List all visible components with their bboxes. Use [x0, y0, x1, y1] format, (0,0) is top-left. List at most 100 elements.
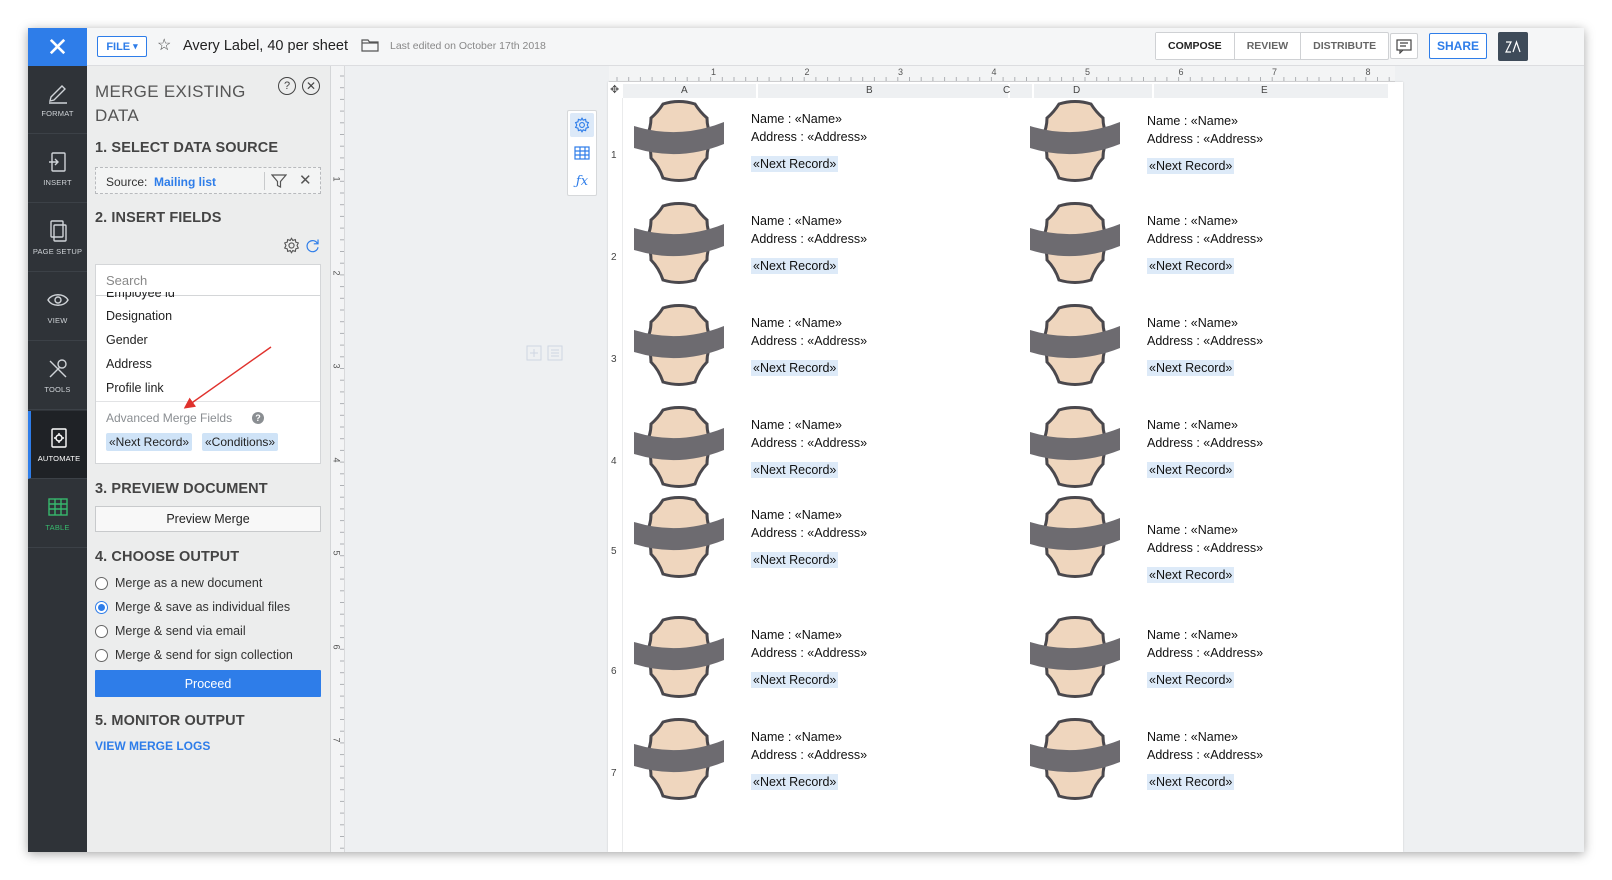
preview-merge-button[interactable]: Preview Merge — [95, 506, 321, 532]
next-record-field[interactable]: «Next Record» — [751, 672, 839, 688]
rail-item-tools[interactable]: TOOLS — [28, 342, 87, 410]
next-record-field[interactable]: «Next Record» — [751, 774, 839, 790]
label-cell[interactable]: Name : «Name»Address : «Address»«Next Re… — [628, 100, 1008, 200]
row-header[interactable]: 5 — [611, 546, 617, 557]
label-cell[interactable]: Name : «Name»Address : «Address»«Next Re… — [628, 202, 1008, 302]
rail-item-page-setup[interactable]: PAGE SETUP — [28, 204, 87, 272]
field-item[interactable]: Designation — [106, 309, 173, 323]
output-option-new-document[interactable]: Merge as a new document — [95, 576, 262, 590]
label-cell[interactable]: Name : «Name»Address : «Address»«Next Re… — [1024, 496, 1404, 596]
label-cell[interactable]: Name : «Name»Address : «Address»«Next Re… — [1024, 406, 1404, 506]
formula-button[interactable]: ƒx — [570, 169, 594, 193]
source-value[interactable]: Mailing list — [154, 175, 217, 189]
column-header[interactable]: E — [1261, 85, 1268, 96]
label-cell[interactable]: Name : «Name»Address : «Address»«Next Re… — [628, 406, 1008, 506]
file-menu-button[interactable]: FILE ▾ — [97, 36, 147, 57]
folder-icon[interactable] — [361, 37, 379, 53]
ribbon-badge-image[interactable] — [633, 496, 725, 580]
help-icon[interactable]: ? — [278, 77, 296, 95]
next-record-field[interactable]: «Next Record» — [751, 552, 839, 568]
column-header[interactable]: D — [1073, 85, 1081, 96]
add-row-icon[interactable] — [526, 344, 566, 362]
label-cell[interactable]: Name : «Name»Address : «Address»«Next Re… — [628, 496, 1008, 596]
row-header[interactable]: 4 — [611, 456, 617, 467]
gear-icon[interactable] — [283, 237, 300, 254]
zia-assistant-button[interactable] — [1498, 32, 1528, 61]
radio-button[interactable] — [95, 576, 108, 590]
output-option-sign-collection[interactable]: Merge & send for sign collection — [95, 648, 293, 662]
field-item[interactable]: Profile link — [106, 381, 164, 395]
field-item[interactable]: Employee id — [106, 286, 175, 300]
row-header[interactable]: 2 — [611, 252, 617, 263]
comments-button[interactable] — [1390, 33, 1418, 59]
label-cell[interactable]: Name : «Name»Address : «Address»«Next Re… — [1024, 718, 1404, 818]
ribbon-badge-image[interactable] — [1029, 202, 1121, 286]
tab-compose[interactable]: COMPOSE — [1156, 33, 1235, 59]
data-source-box[interactable]: Source: Mailing list ✕ — [95, 167, 321, 194]
ribbon-badge-image[interactable] — [633, 202, 725, 286]
document-page[interactable]: A B C D E ✥ 1 2 3 4 5 6 7 Name : «Name»Address… — [608, 82, 1403, 852]
next-record-field[interactable]: «Next Record» — [751, 258, 839, 274]
row-header[interactable]: 7 — [611, 768, 617, 779]
tab-review[interactable]: REVIEW — [1235, 33, 1302, 59]
ribbon-badge-image[interactable] — [633, 304, 725, 388]
ribbon-badge-image[interactable] — [1029, 406, 1121, 490]
rail-item-table[interactable]: TABLE — [28, 480, 87, 548]
label-cell[interactable]: Name : «Name»Address : «Address»«Next Re… — [628, 304, 1008, 404]
label-cell[interactable]: Name : «Name»Address : «Address»«Next Re… — [1024, 616, 1404, 716]
ribbon-badge-image[interactable] — [633, 100, 725, 184]
rail-item-automate[interactable]: AUTOMATE — [28, 411, 87, 479]
ribbon-badge-image[interactable] — [633, 406, 725, 490]
label-cell[interactable]: Name : «Name»Address : «Address»«Next Re… — [1024, 202, 1404, 302]
field-item[interactable]: Gender — [106, 333, 148, 347]
radio-button[interactable] — [95, 624, 108, 638]
radio-button[interactable] — [95, 600, 108, 614]
ribbon-badge-image[interactable] — [1029, 718, 1121, 802]
ribbon-badge-image[interactable] — [1029, 100, 1121, 184]
field-item[interactable]: Address — [106, 357, 152, 371]
close-panel-icon[interactable]: ✕ — [302, 77, 320, 95]
move-table-icon[interactable]: ✥ — [610, 84, 620, 96]
close-icon[interactable]: ✕ — [299, 172, 312, 189]
next-record-field[interactable]: «Next Record» — [751, 462, 839, 478]
close-editor-button[interactable]: ✕ — [28, 28, 87, 66]
label-cell[interactable]: Name : «Name»Address : «Address»«Next Re… — [1024, 304, 1404, 404]
ribbon-badge-image[interactable] — [633, 616, 725, 700]
ribbon-badge-image[interactable] — [1029, 304, 1121, 388]
column-header[interactable]: A — [681, 85, 688, 96]
next-record-field[interactable]: «Next Record» — [1147, 462, 1235, 478]
ribbon-badge-image[interactable] — [1029, 496, 1121, 580]
column-header[interactable]: B — [866, 85, 873, 96]
row-header[interactable]: 6 — [611, 666, 617, 677]
output-option-individual-files[interactable]: Merge & save as individual files — [95, 600, 290, 614]
next-record-chip[interactable]: «Next Record» — [106, 433, 193, 451]
star-icon[interactable]: ☆ — [157, 37, 172, 54]
next-record-field[interactable]: «Next Record» — [1147, 360, 1235, 376]
refresh-icon[interactable] — [304, 237, 321, 254]
filter-icon[interactable] — [271, 173, 287, 189]
document-title[interactable]: Avery Label, 40 per sheet — [183, 38, 348, 54]
help-icon[interactable]: ? — [252, 412, 264, 424]
rail-item-view[interactable]: VIEW — [28, 273, 87, 341]
ribbon-badge-image[interactable] — [1029, 616, 1121, 700]
search-input[interactable] — [96, 265, 320, 296]
label-cell[interactable]: Name : «Name»Address : «Address»«Next Re… — [628, 718, 1008, 818]
view-merge-logs-link[interactable]: VIEW MERGE LOGS — [95, 739, 211, 753]
radio-button[interactable] — [95, 648, 108, 662]
label-cell[interactable]: Name : «Name»Address : «Address»«Next Re… — [628, 616, 1008, 716]
tab-distribute[interactable]: DISTRIBUTE — [1313, 40, 1377, 52]
next-record-field[interactable]: «Next Record» — [751, 156, 839, 172]
next-record-field[interactable]: «Next Record» — [1147, 158, 1235, 174]
rail-item-insert[interactable]: INSERT — [28, 135, 87, 203]
ribbon-badge-image[interactable] — [633, 718, 725, 802]
label-cell[interactable]: Name : «Name»Address : «Address»«Next Re… — [1024, 100, 1404, 200]
next-record-field[interactable]: «Next Record» — [751, 360, 839, 376]
row-header[interactable]: 3 — [611, 354, 617, 365]
conditions-chip[interactable]: «Conditions» — [202, 433, 279, 451]
next-record-field[interactable]: «Next Record» — [1147, 567, 1235, 583]
proceed-button[interactable]: Proceed — [95, 670, 321, 697]
row-header[interactable]: 1 — [611, 150, 617, 161]
column-header[interactable]: C — [1003, 85, 1011, 96]
next-record-field[interactable]: «Next Record» — [1147, 672, 1235, 688]
